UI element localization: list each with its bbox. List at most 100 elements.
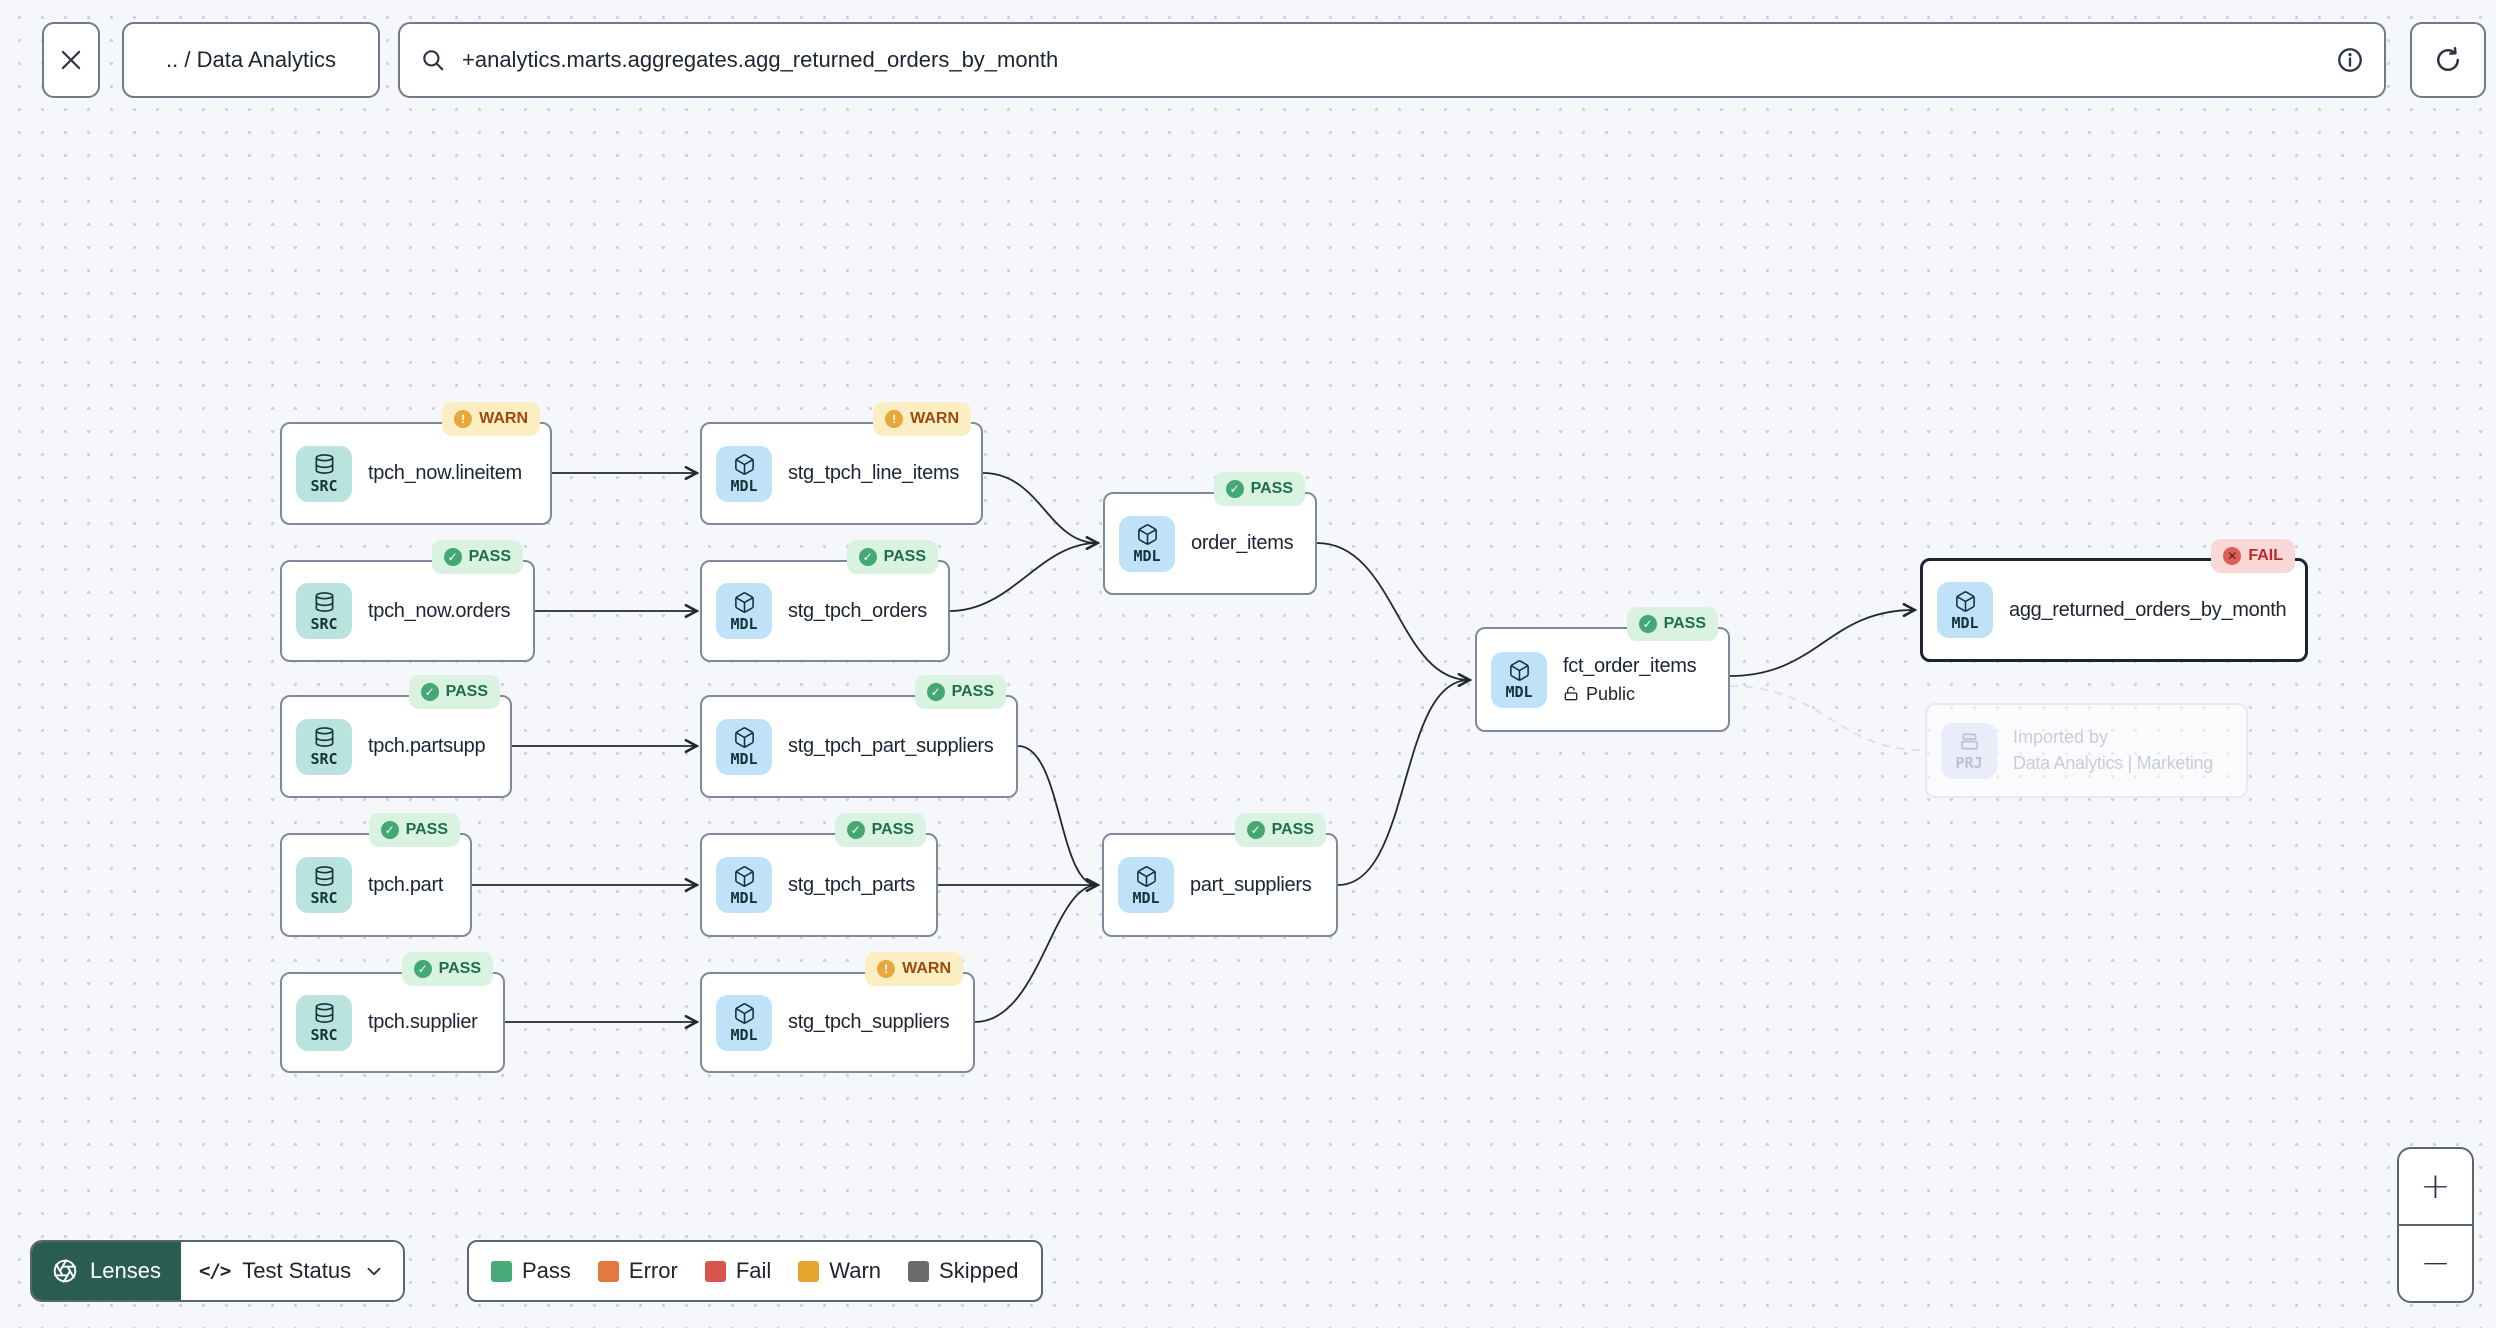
source-database-icon: SRC xyxy=(296,994,352,1051)
node-label: tpch_now.orders xyxy=(368,599,511,622)
status-check-icon xyxy=(858,548,877,566)
legend-item-warn: Warn xyxy=(798,1258,881,1284)
model-cube-icon: MDL xyxy=(1119,515,1175,572)
status-badge-pass: PASS xyxy=(834,813,926,847)
legend-item-skipped: Skipped xyxy=(908,1258,1019,1284)
status-fail-icon xyxy=(2223,547,2242,565)
edge-fct-agg xyxy=(1729,610,1914,677)
status-check-icon xyxy=(1246,821,1265,839)
close-button[interactable] xyxy=(42,22,100,98)
node-label: tpch.supplier xyxy=(368,1011,478,1033)
node-tpch-now-orders[interactable]: PASS SRC tpch_now.orders xyxy=(280,540,535,662)
node-label: stg_tpch_parts xyxy=(788,873,915,896)
zoom-control: + − xyxy=(2397,1147,2474,1303)
status-badge-pass: PASS xyxy=(1213,472,1305,506)
node-stg-tpch-line-items[interactable]: WARN MDL stg_tpch_line_items xyxy=(700,402,983,525)
zoom-divider xyxy=(2399,1224,2472,1226)
node-tpch-now-lineitem[interactable]: WARN SRC tpch_now.lineitem xyxy=(280,402,552,525)
legend-swatch-skipped xyxy=(908,1260,930,1282)
node-label: stg_tpch_part_suppliers xyxy=(788,735,994,757)
status-check-icon xyxy=(443,548,462,566)
node-agg-returned-orders-by-month[interactable]: FAIL MDL agg_returned_orders_by_month xyxy=(1920,539,2308,662)
legend-swatch-fail xyxy=(704,1260,726,1282)
status-badge-pass: PASS xyxy=(846,540,938,574)
info-icon[interactable] xyxy=(2336,46,2364,74)
status-check-icon xyxy=(413,960,432,978)
legend-swatch-pass xyxy=(491,1260,512,1282)
status-badge-fail: FAIL xyxy=(2211,539,2295,573)
node-label: Data Analytics | Marketing xyxy=(2013,753,2213,773)
node-part-suppliers[interactable]: PASS MDL part_suppliers xyxy=(1102,813,1338,937)
legend-swatch-warn xyxy=(798,1260,820,1282)
code-icon: </> xyxy=(198,1260,231,1282)
edge-stgpartsup-partsuppliers xyxy=(1017,745,1097,885)
node-stg-tpch-part-suppliers[interactable]: PASS MDL stg_tpch_part_suppliers xyxy=(700,675,1018,798)
node-stg-tpch-orders[interactable]: PASS MDL stg_tpch_orders xyxy=(700,540,950,662)
lenses-button[interactable]: Lenses xyxy=(32,1242,181,1300)
node-tpch-partsupp[interactable]: PASS SRC tpch.partsupp xyxy=(280,675,512,798)
model-cube-icon: MDL xyxy=(716,994,772,1051)
status-check-icon xyxy=(1638,615,1657,633)
node-label: stg_tpch_line_items xyxy=(788,462,960,484)
model-cube-icon: MDL xyxy=(1491,651,1547,708)
source-database-icon: SRC xyxy=(296,718,352,775)
access-level: Public xyxy=(1563,684,1696,705)
source-database-icon: SRC xyxy=(296,583,352,639)
status-badge-pass: PASS xyxy=(431,540,523,574)
edge-fct-importedby xyxy=(1729,685,1922,751)
source-database-icon: SRC xyxy=(296,857,352,913)
node-order-items[interactable]: PASS MDL order_items xyxy=(1103,472,1317,595)
imported-by-title: Imported by xyxy=(2013,727,2109,747)
status-warn-icon xyxy=(885,410,904,428)
node-stg-tpch-suppliers[interactable]: WARN MDL stg_tpch_suppliers xyxy=(700,952,975,1073)
model-cube-icon: MDL xyxy=(716,718,772,775)
status-badge-pass: PASS xyxy=(368,813,460,847)
node-tpch-supplier[interactable]: PASS SRC tpch.supplier xyxy=(280,952,505,1073)
status-badge-pass: PASS xyxy=(1234,813,1326,847)
node-fct-order-items[interactable]: PASS MDL fct_order_items Public xyxy=(1475,607,1730,732)
lenses-control: Lenses </> Test Status xyxy=(30,1240,406,1302)
status-warn-icon xyxy=(877,960,896,978)
lens-selector[interactable]: </> Test Status xyxy=(180,1242,404,1300)
edge-stgorders-orderitems xyxy=(949,542,1098,612)
status-badge-pass: PASS xyxy=(914,675,1006,709)
node-label: stg_tpch_suppliers xyxy=(788,1011,950,1033)
node-stg-tpch-parts[interactable]: PASS MDL stg_tpch_parts xyxy=(700,813,938,937)
model-cube-icon: MDL xyxy=(1937,582,1993,638)
model-cube-icon: MDL xyxy=(716,583,772,639)
chevron-down-icon xyxy=(367,1267,381,1276)
lenses-aperture-icon xyxy=(53,1259,77,1283)
node-tpch-part[interactable]: PASS SRC tpch.part xyxy=(280,813,472,937)
search-input[interactable] xyxy=(460,46,2336,74)
edge-orderitems-fct xyxy=(1316,542,1469,680)
breadcrumb[interactable]: .. / Data Analytics xyxy=(122,22,380,98)
model-cube-icon: MDL xyxy=(716,857,772,913)
edge-stglineitems-orderitems xyxy=(982,472,1097,543)
status-check-icon xyxy=(926,683,945,701)
zoom-in-button[interactable]: + xyxy=(2399,1149,2472,1224)
refresh-button[interactable] xyxy=(2410,22,2486,98)
legend-item-fail: Fail xyxy=(704,1258,771,1284)
search-bar[interactable] xyxy=(398,22,2386,98)
status-check-icon xyxy=(380,821,399,839)
refresh-icon xyxy=(2437,46,2459,72)
edge-partsuppliers-fct xyxy=(1337,679,1470,886)
status-badge-pass: PASS xyxy=(401,952,493,986)
status-badge-warn: WARN xyxy=(442,402,540,436)
zoom-in-icon: + xyxy=(2420,1165,2451,1207)
source-database-icon: SRC xyxy=(296,445,352,502)
legend-item-error: Error xyxy=(597,1258,678,1284)
close-icon xyxy=(61,50,81,70)
zoom-out-button[interactable]: − xyxy=(2399,1226,2472,1301)
status-check-icon xyxy=(846,821,865,839)
status-badge-pass: PASS xyxy=(1626,607,1718,641)
zoom-out-icon: − xyxy=(2420,1242,2451,1284)
status-check-icon xyxy=(420,683,439,701)
edge-stgsuppliers-partsuppliers xyxy=(974,884,1098,1023)
node-label: fct_order_items xyxy=(1563,654,1697,677)
status-check-icon xyxy=(1225,480,1244,498)
status-warn-icon xyxy=(454,410,473,428)
node-imported-by-project[interactable]: PRJ Imported by Data Analytics | Marketi… xyxy=(1925,703,2248,798)
